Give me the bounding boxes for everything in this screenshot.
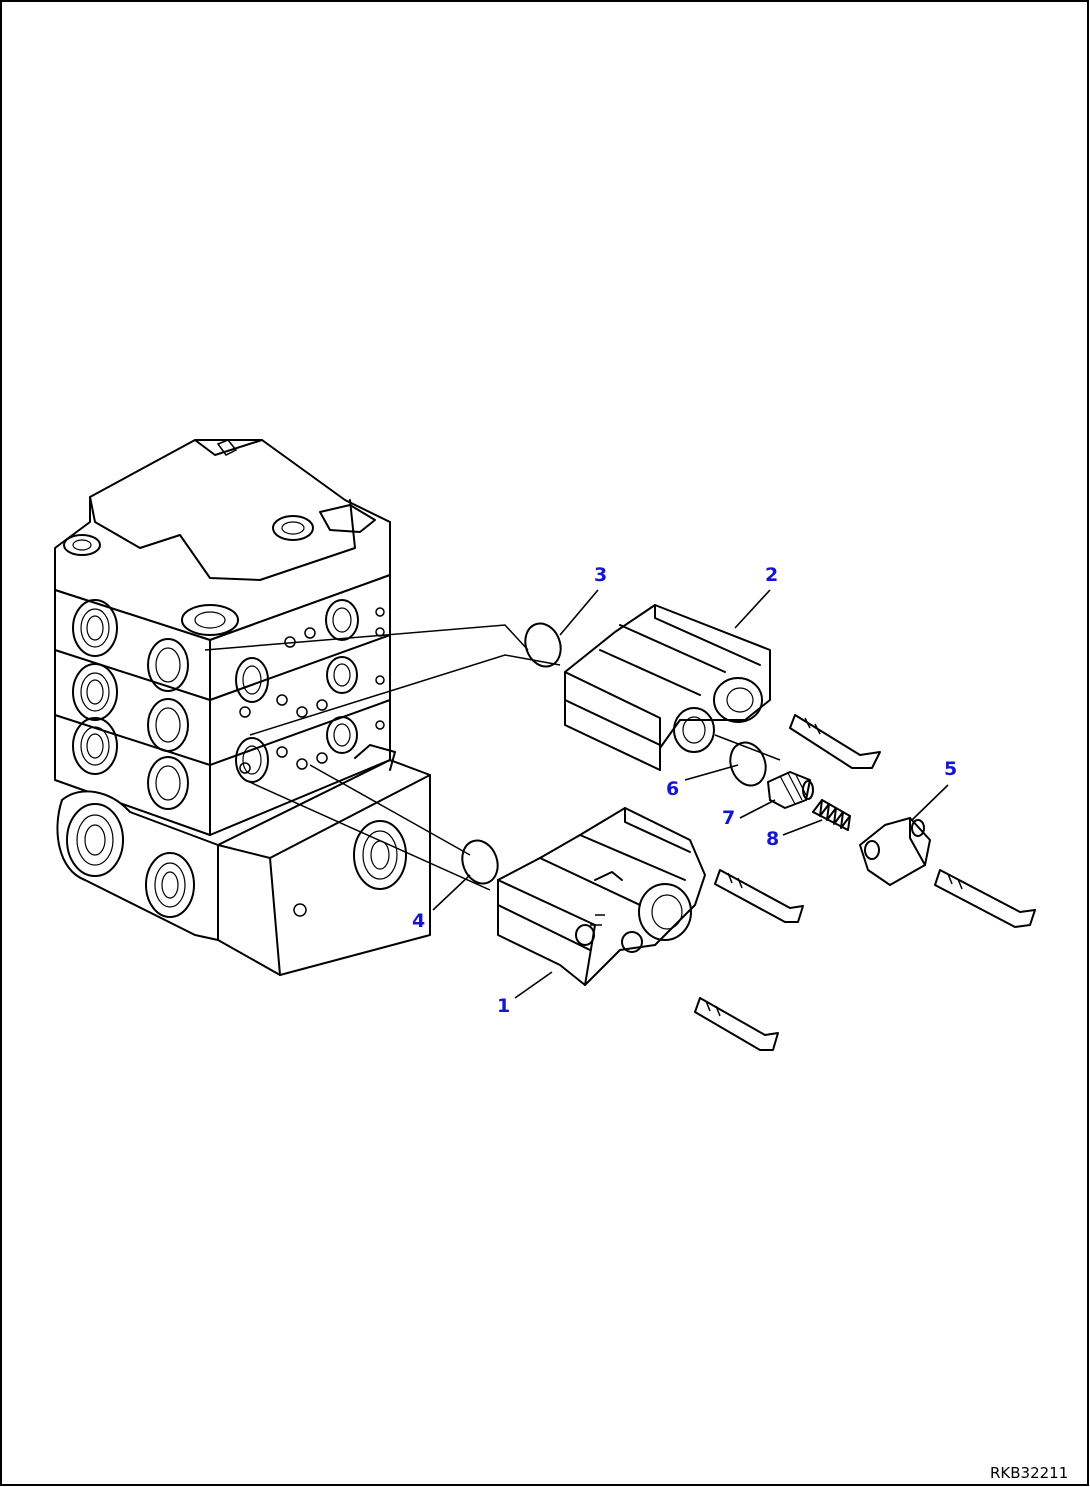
bolt-lower-2 bbox=[694, 997, 779, 1051]
spring-8 bbox=[812, 799, 851, 831]
right-face-ports bbox=[235, 599, 385, 783]
alignment-lines bbox=[204, 624, 781, 891]
callout-6: 6 bbox=[666, 778, 679, 800]
o-ring-4 bbox=[461, 839, 499, 885]
callout-3: 3 bbox=[594, 564, 607, 586]
callout-labels: 1 2 3 4 5 6 7 8 bbox=[412, 564, 957, 1017]
callout-8: 8 bbox=[766, 828, 779, 850]
bolt-cover bbox=[934, 869, 1036, 928]
o-ring-3 bbox=[524, 622, 562, 668]
o-ring-6 bbox=[729, 741, 767, 787]
poppet-7 bbox=[767, 771, 814, 809]
bolt-lower-1 bbox=[714, 869, 804, 923]
valve-section-2 bbox=[564, 604, 771, 771]
callout-2: 2 bbox=[765, 564, 778, 586]
callout-4: 4 bbox=[412, 910, 425, 932]
callout-5: 5 bbox=[944, 758, 957, 780]
callout-1: 1 bbox=[497, 995, 510, 1017]
main-valve-block bbox=[54, 439, 431, 976]
cover-5 bbox=[859, 817, 931, 886]
leader-lines bbox=[432, 589, 949, 999]
left-face-ports bbox=[72, 599, 189, 810]
callout-7: 7 bbox=[722, 807, 735, 829]
valve-section-1 bbox=[497, 807, 706, 986]
bolt-upper bbox=[789, 714, 881, 769]
drawing-id: RKB32211 bbox=[990, 1464, 1068, 1482]
